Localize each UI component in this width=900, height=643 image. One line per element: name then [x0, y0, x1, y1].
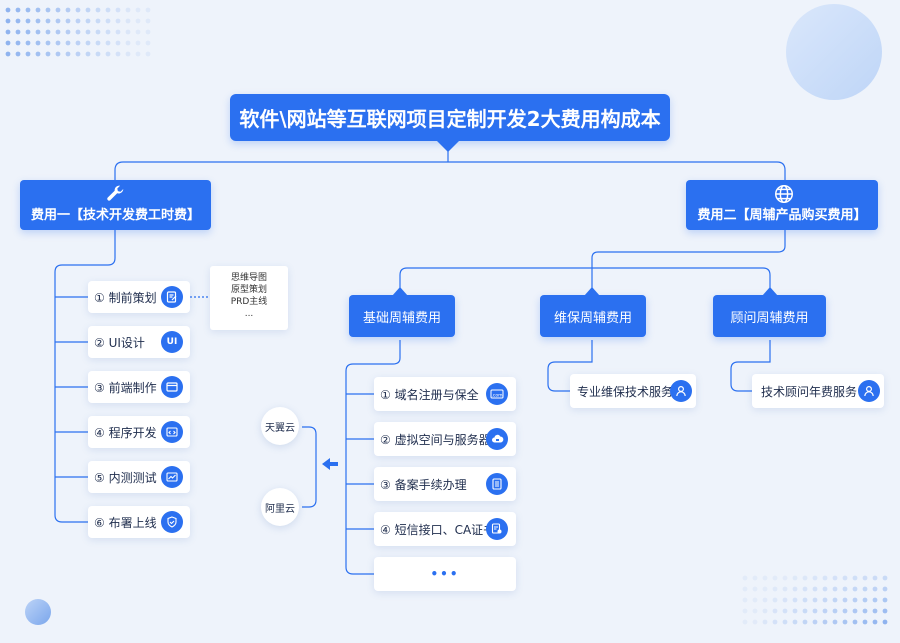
user-icon	[670, 380, 692, 402]
wrench-icon	[107, 185, 124, 201]
cost1-item-4: ④ 程序开发	[88, 416, 190, 448]
note-line: 原型策划	[230, 285, 267, 295]
cost1-item-1: ① 制前策划	[88, 281, 190, 313]
basic-item-label: ④ 短信接口、CA证书	[380, 522, 496, 537]
cost1-item-label: ④ 程序开发	[94, 425, 157, 440]
branch-consultant: 顾问周辅费用	[713, 295, 826, 337]
basic-item-2: ② 虚拟空间与服务器	[374, 422, 516, 456]
provider-aliyun: 阿里云	[261, 488, 299, 526]
branch-consultant-pointer	[762, 287, 778, 296]
basic-item-more: •••	[374, 557, 516, 591]
basic-item-3: ③ 备案手续办理	[374, 467, 516, 501]
cloud-server-icon	[486, 428, 508, 450]
basic-item-1: ① 域名注册与保全 .com	[374, 377, 516, 411]
cost1-item-label: ③ 前端制作	[94, 380, 157, 395]
basic-item-label: ② 虚拟空间与服务器	[380, 432, 491, 447]
diagram-title: 软件\网站等互联网项目定制开发2大费用构成本	[230, 94, 670, 141]
chart-window-icon	[161, 466, 183, 488]
cost1-item-label: ② UI设计	[94, 335, 145, 350]
cost2-label: 费用二【周辅产品购买费用】	[697, 208, 867, 223]
basic-item-label: ① 域名注册与保全	[380, 387, 479, 402]
document-list-icon	[486, 473, 508, 495]
cost1-item-6: ⑥ 布署上线	[88, 506, 190, 538]
basic-item-label: ③ 备案手续办理	[380, 477, 467, 492]
maintenance-item-label: 专业维保技术服务	[577, 384, 674, 399]
ui-badge-icon: UI	[161, 331, 183, 353]
note-line: ...	[244, 309, 254, 319]
cost1-item-label: ① 制前策划	[94, 290, 157, 305]
edit-document-icon	[161, 286, 183, 308]
globe-icon	[775, 185, 793, 203]
shield-check-icon	[161, 511, 183, 533]
note-line: 思维导图	[230, 273, 267, 283]
cost1-item-label: ⑤ 内测测试	[94, 470, 157, 485]
branch-maintenance: 维保周辅费用	[540, 295, 646, 337]
planning-note: 思维导图 原型策划 PRD主线 ...	[210, 266, 288, 330]
branch-maintenance-pointer	[584, 287, 600, 296]
title-pointer	[436, 140, 460, 152]
cost1-item-label: ⑥ 布署上线	[94, 515, 157, 530]
branch-basic-pointer	[392, 287, 408, 296]
consultant-item-label: 技术顾问年费服务	[761, 384, 858, 399]
cost1-item-5: ⑤ 内测测试	[88, 461, 190, 493]
provider-tianyi-cloud: 天翼云	[261, 407, 299, 445]
svg-text:.com: .com	[491, 393, 502, 398]
browser-window-icon	[161, 376, 183, 398]
consultant-item: 技术顾问年费服务	[752, 374, 884, 408]
certificate-icon	[486, 518, 508, 540]
cost1-label: 费用一【技术开发费工时费】	[30, 208, 200, 223]
com-domain-icon: .com	[486, 383, 508, 405]
note-line: PRD主线	[230, 297, 268, 307]
branch-basic: 基础周辅费用	[349, 295, 455, 337]
basic-item-4: ④ 短信接口、CA证书	[374, 512, 516, 546]
cost1-item-2: ② UI设计 UI	[88, 326, 190, 358]
more-dots: •••	[430, 567, 460, 581]
maintenance-item: 专业维保技术服务	[570, 374, 696, 408]
cost1-box: 费用一【技术开发费工时费】	[20, 180, 211, 230]
cost1-item-3: ③ 前端制作	[88, 371, 190, 403]
user-icon	[858, 380, 880, 402]
code-window-icon	[161, 421, 183, 443]
